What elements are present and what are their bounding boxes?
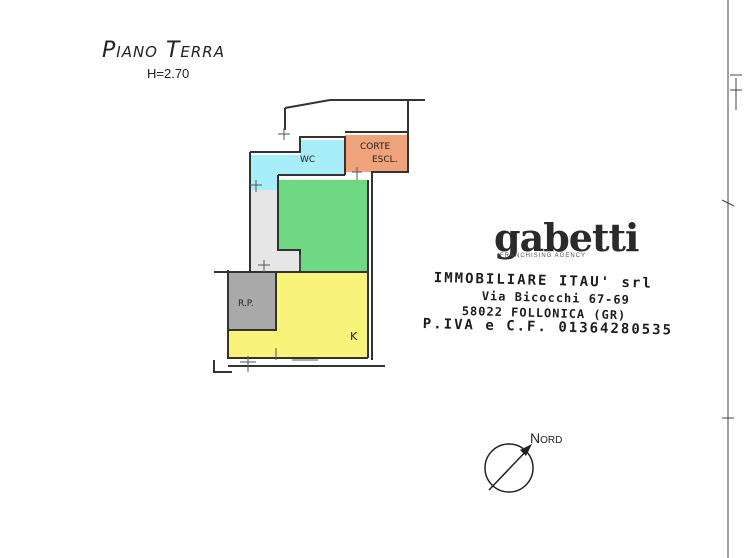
ceiling-height: H=2.70 [147, 66, 190, 81]
wc-label: WC [300, 155, 315, 165]
room-corridor [250, 190, 300, 272]
wall-details [240, 128, 362, 372]
room-kitchen [228, 272, 368, 358]
corte-label-2: ESCL. [372, 155, 398, 165]
rp-label: R.P. [238, 299, 254, 309]
brand-logo: gabetti [494, 215, 639, 260]
compass-arrow [488, 447, 530, 491]
compass-circle [484, 443, 534, 493]
kitchen-label: K [350, 330, 358, 343]
corte-label: CORTE [360, 142, 390, 152]
walls [213, 99, 425, 373]
brand-subtitle: FRANCHISING AGENCY [500, 253, 587, 259]
floor-title: Piano Terra [102, 38, 225, 63]
room-rp [228, 272, 276, 330]
margin-rule [721, 0, 742, 558]
compass-arrowhead-icon [520, 444, 532, 456]
room-wc [250, 140, 345, 190]
compass [484, 443, 534, 493]
room-corte [345, 135, 407, 172]
north-label: Nord [530, 430, 563, 446]
